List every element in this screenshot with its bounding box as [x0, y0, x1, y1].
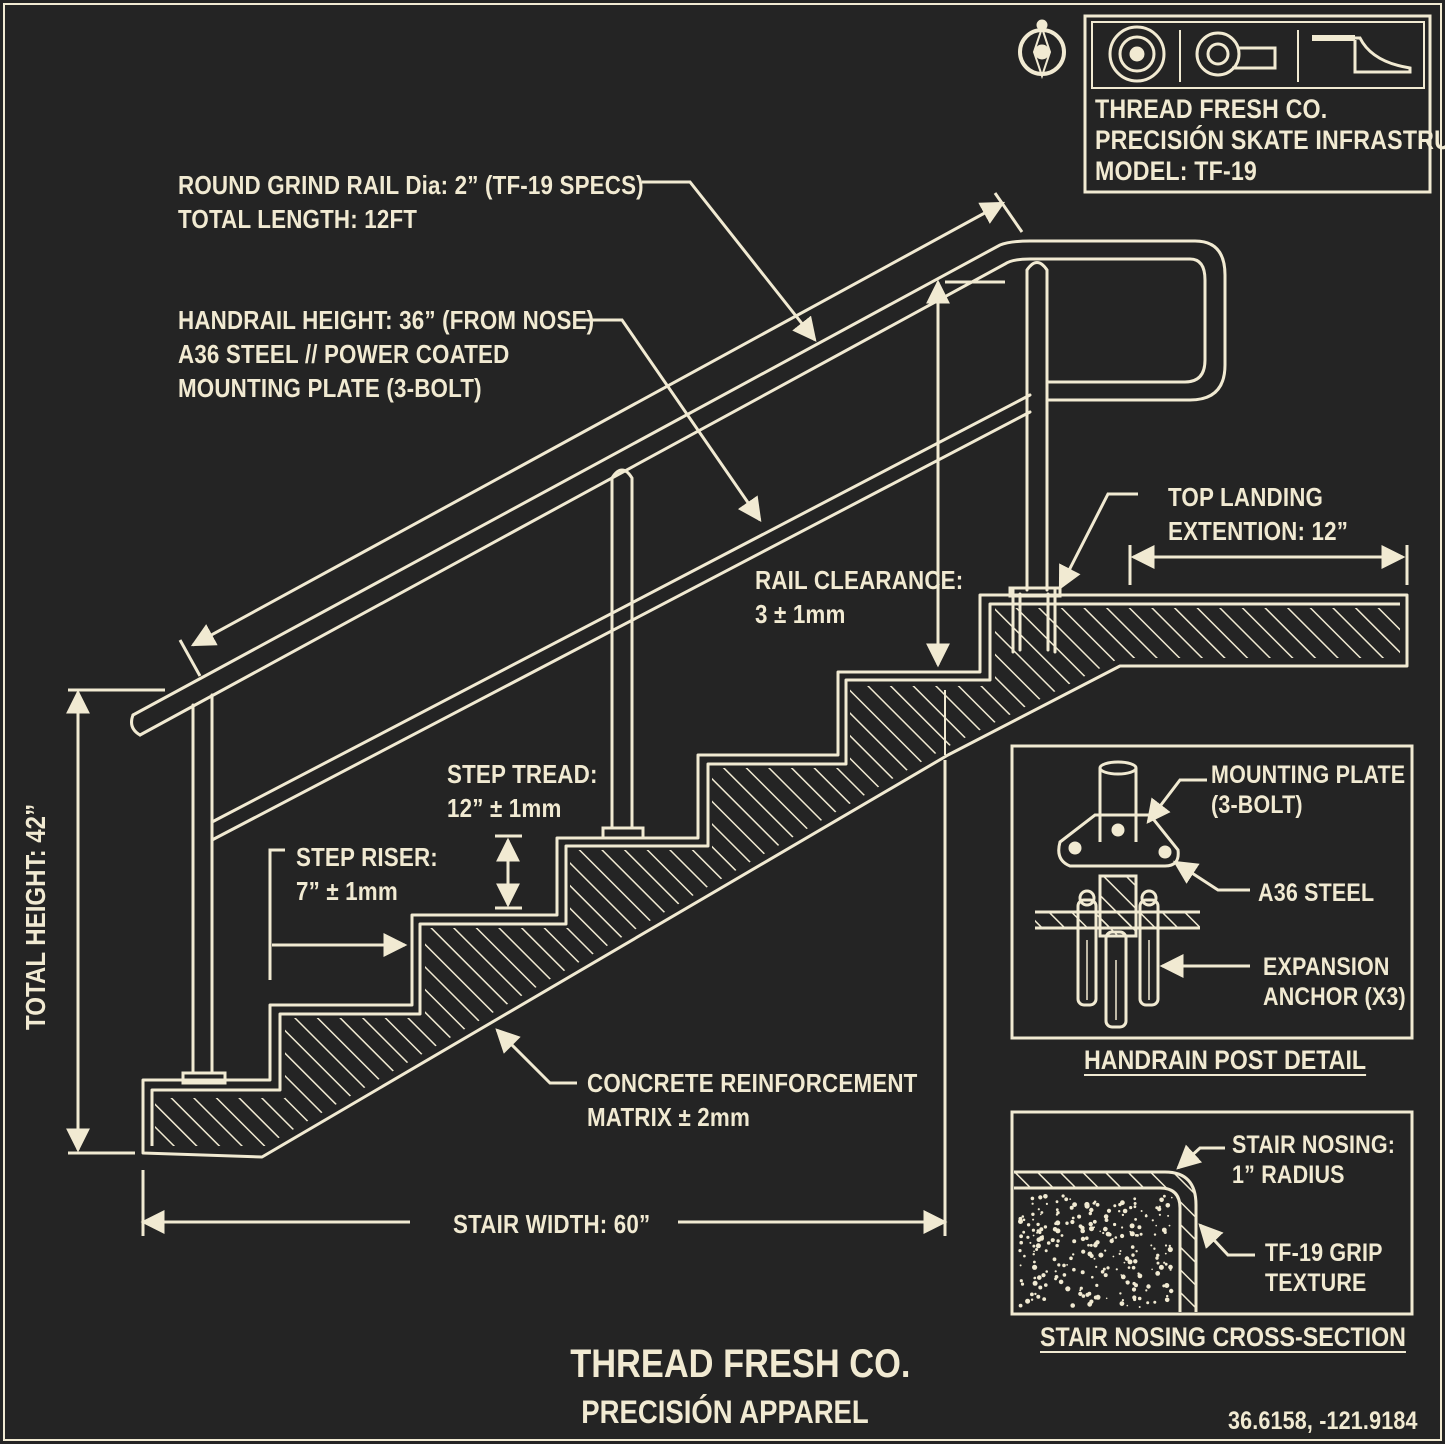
step-riser-line-2: 7” ± 1mm — [296, 876, 398, 906]
title-block-text: THREAD FRESH CO. PRECISIÓN SKATE INFRAST… — [1095, 94, 1445, 187]
steel-label: A36 STEEL — [1258, 879, 1375, 907]
stair-width-label: STAIR WIDTH: 60” — [453, 1209, 651, 1239]
handrail-label: HANDRAIL HEIGHT: 36” (FROM NOSE) A36 STE… — [178, 303, 594, 405]
title-block — [1018, 14, 1432, 194]
bearing-wheel-icon — [1108, 25, 1166, 83]
title-block-line-2: PRECISIÓN SKATE INFRASTRUCTURE — [1095, 125, 1445, 155]
rail-clearance-line-1: RAIL CLEARANCE: — [755, 565, 964, 595]
step-tread-line-1: STEP TREAD: — [447, 759, 598, 789]
rail-clearance-line-2: 3 ± 1mm — [755, 599, 846, 629]
nosing-line-1: STAIR NOSING: — [1232, 1131, 1396, 1159]
handrail-line-1: HANDRAIL HEIGHT: 36” (FROM NOSE) — [178, 305, 595, 335]
concrete-label: CONCRETE REINFORCEMENT MATRIX ± 2mm — [587, 1066, 917, 1134]
nosing-detail-title: STAIR NOSING CROSS-SECTION — [1040, 1322, 1406, 1352]
stair-body — [141, 593, 1409, 1159]
top-landing-line-2: EXTENTION: 12” — [1168, 516, 1349, 546]
nosing-detail-drawing — [1010, 1110, 1414, 1316]
grind-rail-top — [131, 239, 1227, 717]
concrete-line-1: CONCRETE REINFORCEMENT — [587, 1068, 918, 1098]
post-3 — [1025, 261, 1049, 592]
post-1 — [191, 693, 214, 1075]
grip-line-2: TEXTURE — [1265, 1269, 1367, 1297]
mounting-plate-line-2: (3-BOLT) — [1211, 791, 1303, 819]
stair-hatch — [155, 608, 1400, 1146]
step-tread-label: STEP TREAD: 12” ± 1mm — [447, 757, 598, 825]
title-block-line-1: THREAD FRESH CO. — [1095, 94, 1328, 124]
step-riser-label: STEP RISER: 7” ± 1mm — [296, 840, 438, 908]
grip-line-1: TF-19 GRIP — [1265, 1239, 1383, 1267]
anchor-label: EXPANSION ANCHOR (X3) — [1263, 952, 1406, 1012]
grind-rail-label: ROUND GRIND RAIL Dia: 2” (TF-19 SPECS) T… — [178, 168, 644, 236]
anchor-line-1: EXPANSION — [1263, 953, 1390, 981]
mounting-plate-line-1: MOUNTING PLATE — [1211, 761, 1406, 789]
grind-rail-line-1: ROUND GRIND RAIL Dia: 2” (TF-19 SPECS) — [178, 170, 644, 200]
footer-tagline: PRECISIÓN APPAREL — [581, 1394, 869, 1430]
step-riser-line-1: STEP RISER: — [296, 842, 438, 872]
skate-wheel-icon — [1195, 31, 1277, 77]
handrail-line-2: A36 STEEL // POWER COATED — [178, 339, 510, 369]
total-height-label: TOTAL HEIGHT: 42” — [20, 803, 51, 1030]
top-landing-label: TOP LANDING EXTENTION: 12” — [1168, 480, 1348, 548]
dimension-lines — [66, 180, 1409, 1236]
compass-icon — [1018, 19, 1066, 80]
anchor-line-2: ANCHOR (X3) — [1263, 983, 1406, 1011]
title-block-line-3: MODEL: TF-19 — [1095, 156, 1258, 186]
footer-coords: 36.6158, -121.9184 — [1228, 1407, 1418, 1435]
post-detail-drawing — [1010, 744, 1414, 1040]
grip-label: TF-19 GRIP TEXTURE — [1265, 1238, 1383, 1298]
mounting-plate-label: MOUNTING PLATE (3-BOLT) — [1211, 760, 1405, 820]
post-2 — [610, 468, 634, 830]
footer-brand: THREAD FRESH CO. — [570, 1342, 911, 1386]
stair-outline — [141, 593, 1409, 1159]
grind-rail-top-inner — [138, 257, 1207, 737]
top-landing-line-1: TOP LANDING — [1168, 482, 1324, 512]
stair-inner-outline — [150, 602, 1400, 1146]
post-detail-title: HANDRAIN POST DETAIL — [1084, 1045, 1367, 1075]
nosing-line-2: 1” RADIUS — [1232, 1161, 1345, 1189]
step-tread-line-2: 12” ± 1mm — [447, 793, 562, 823]
grind-rail-line-2: TOTAL LENGTH: 12FT — [178, 204, 418, 234]
nosing-label: STAIR NOSING: 1” RADIUS — [1232, 1130, 1395, 1190]
grip-texture — [1018, 1194, 1174, 1308]
handrail-line-3: MOUNTING PLATE (3-BOLT) — [178, 373, 482, 403]
rail-clearance-label: RAIL CLEARANCE: 3 ± 1mm — [755, 563, 963, 631]
ramp-icon — [1312, 35, 1412, 74]
concrete-line-2: MATRIX ± 2mm — [587, 1102, 751, 1132]
outer-border — [3, 3, 1442, 1441]
